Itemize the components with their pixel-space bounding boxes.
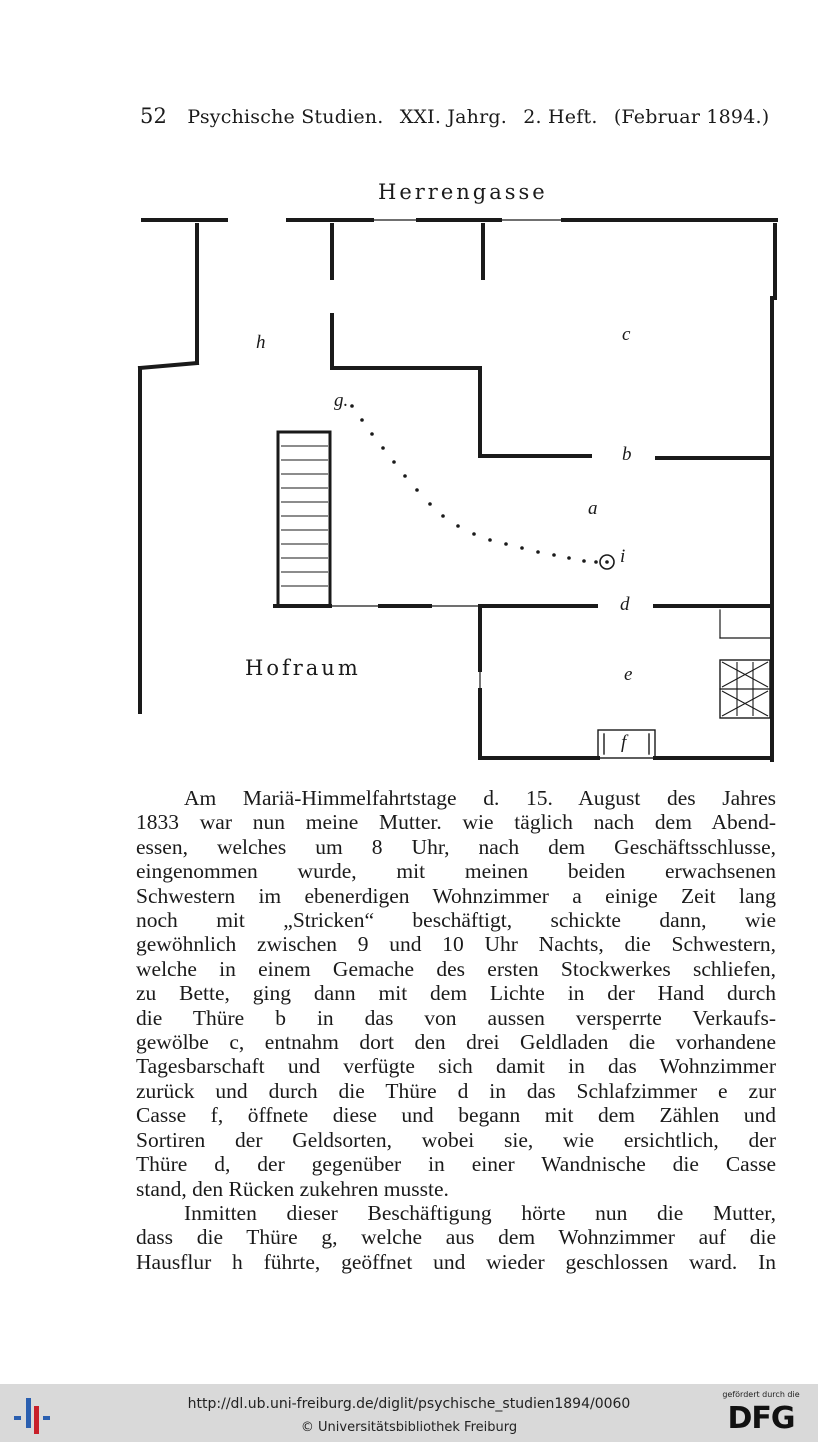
room-label-e: e [624,664,633,685]
text-line: welche in einem Gemache des ersten Stock… [136,956,776,981]
text-line: Thüre d, der gegenüber in einer Wandnisc… [136,1152,776,1177]
footer-bar: http://dl.ub.uni-freiburg.de/diglit/psyc… [0,1384,818,1442]
library-logo-icon [14,1398,50,1434]
running-header: 52 Psychische Studien. XXI. Jahrg. 2. He… [140,104,769,128]
text-line: essen, welches um 8 Uhr, nach dem Geschä… [136,834,776,859]
text-line: noch mit „Stricken“ beschäftigt, schickt… [136,908,776,933]
text-line: gewöhnlich zwischen 9 und 10 Uhr Nachts,… [136,932,776,957]
dfg-logo: DFG [727,1401,795,1436]
position-marker-icon [599,554,615,570]
text-line: zu Bette, ging dann mit dem Lichte in de… [136,981,776,1006]
room-label-a: a [588,498,598,519]
text-line: gewölbe c, entnahm dort den drei Geldlad… [136,1030,776,1055]
page-number: 52 [140,104,168,128]
journal-title: Psychische Studien. [187,106,384,128]
issue-date: (Februar 1894.) [613,106,770,128]
footer-copyright: © Universitätsbibliothek Freiburg [300,1420,518,1435]
footer-url-link[interactable]: http://dl.ub.uni-freiburg.de/diglit/psyc… [187,1396,631,1412]
street-label: Herrengasse [378,180,548,204]
issue-label: 2. Heft. [523,106,598,128]
text-line: Casse f, öffnete diese und begann mit de… [136,1103,776,1128]
dotted-path [350,404,598,564]
yard-label: Hofraum [245,656,361,680]
room-label-f: f [621,732,627,753]
text-line: Schwestern im ebenerdigen Wohnzimmer a e… [136,883,776,908]
room-label-i: i [620,546,626,567]
text-line: 1833 war nun meine Mutter. wie täglich n… [136,810,776,835]
text-line: Hausflur h führte, geöffnet und wieder g… [136,1249,776,1274]
room-label-h: h [256,332,266,353]
volume-label: XXI. Jahrg. [399,106,508,128]
text-line: Tagesbarschaft und verfügte sich damit i… [136,1054,776,1079]
sponsor-note: gefördert durch die [722,1390,800,1399]
staircase-treads [281,445,328,587]
floor-plan: Herrengasse Hofraum h c g. b a i d e f [0,170,818,790]
floor-plan-drawing [137,218,778,762]
text-line: die Thüre b in das von aussen versperrte… [136,1005,776,1030]
room-label-d: d [620,594,630,615]
text-line: Am Mariä-Himmelfahrtstage d. 15. August … [184,786,776,810]
text-line: eingenommen wurde, mit meinen beiden erw… [136,859,776,884]
body-text: Am Mariä-Himmelfahrtstage d. 15. August … [136,786,776,1274]
room-label-b: b [622,444,632,465]
room-label-g: g. [334,390,349,411]
text-line: dass die Thüre g, welche aus dem Wohnzim… [136,1225,776,1250]
text-line: zurück und durch die Thüre d in das Schl… [136,1078,776,1103]
room-label-c: c [622,324,631,345]
text-line: Sortiren der Geldsorten, wobei sie, wie … [136,1127,776,1152]
text-line: Inmitten dieser Beschäftigung hörte nun … [184,1200,776,1225]
text-line: stand, den Rücken zukehren musste. [136,1176,449,1201]
